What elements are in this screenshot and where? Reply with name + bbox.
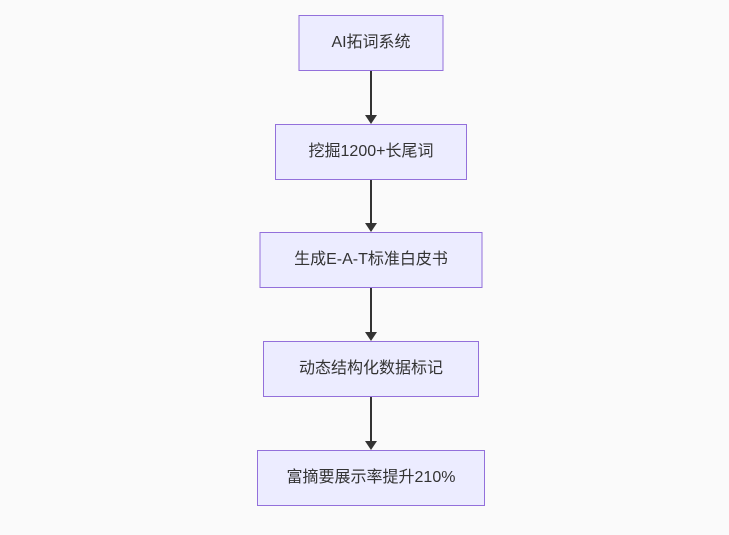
flow-node-label: 动态结构化数据标记 [298,360,443,377]
flow-node-longtail-mining: 挖掘1200+长尾词 [275,124,467,180]
flow-node-label: 生成E-A-T标准白皮书 [294,251,448,268]
flow-node-eat-whitepaper: 生成E-A-T标准白皮书 [259,232,483,288]
arrow-line [370,71,372,115]
flow-arrow-4 [365,397,377,450]
arrowhead-icon [365,332,377,341]
arrow-line [370,397,372,441]
arrow-line [370,288,372,332]
flow-arrow-3 [365,288,377,341]
flow-node-structured-data-markup: 动态结构化数据标记 [263,341,479,397]
flow-arrow-1 [365,71,377,124]
flow-arrow-2 [365,180,377,232]
arrow-line [370,180,372,223]
flow-node-ai-word-system: AI拓词系统 [298,15,444,71]
flow-node-label: 挖掘1200+长尾词 [308,143,434,160]
flow-node-rich-snippet-result: 富摘要展示率提升210% [257,450,485,506]
arrowhead-icon [365,441,377,450]
flow-node-label: AI拓词系统 [331,34,411,51]
arrowhead-icon [365,223,377,232]
arrowhead-icon [365,115,377,124]
flow-node-label: 富摘要展示率提升210% [286,469,456,486]
